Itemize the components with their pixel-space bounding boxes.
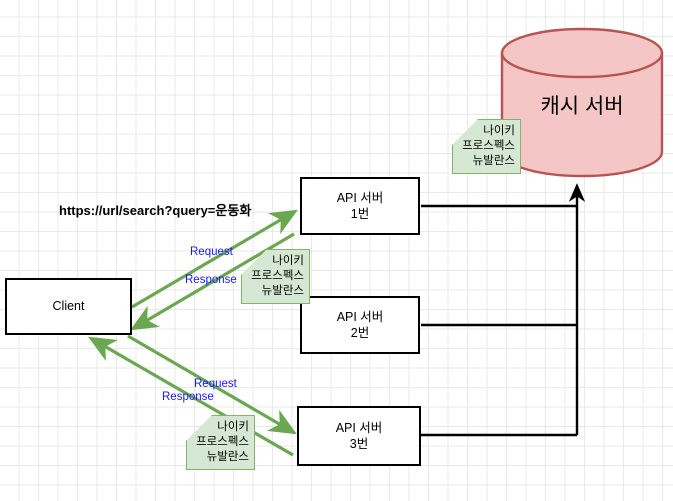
node-api-server-3[interactable]: API 서버 3번 <box>297 406 421 466</box>
node-api-server-2[interactable]: API 서버 2번 <box>300 296 420 354</box>
node-client-label: Client <box>52 299 85 314</box>
url-query-label: https://url/search?query=운동화 <box>59 203 252 218</box>
note-cache-server-line3: 뉴발란스 <box>472 154 515 167</box>
client-to-api1-request-arrow <box>131 209 298 309</box>
note-cache-server-line2: 프로스펙스 <box>462 140 515 153</box>
note-api-server-1-line2: 프로스펙스 <box>251 270 304 283</box>
node-api-server-3-line1: API 서버 <box>335 420 383 435</box>
note-api-server-3-line2: 프로스펙스 <box>196 436 249 449</box>
node-api-server-1-line2: 1번 <box>350 207 370 221</box>
edge-label-bottom-request: Request <box>194 378 237 390</box>
note-cache-server-line1: 나이키 <box>483 125 515 138</box>
node-api-server-1[interactable]: API 서버 1번 <box>300 177 420 235</box>
note-api-server-3-line3: 뉴발란스 <box>206 450 249 463</box>
node-client[interactable]: Client <box>5 278 132 335</box>
node-api-server-1-line1: API 서버 <box>336 190 384 205</box>
note-api-server-1-line1: 나이키 <box>272 255 304 268</box>
edge-label-top-response: Response <box>185 274 237 286</box>
node-api-server-2-line2: 2번 <box>350 326 370 340</box>
edge-label-top-request: Request <box>190 246 233 258</box>
node-api-server-3-line2: 3번 <box>349 437 369 451</box>
node-cache-server-label: 캐시 서버 <box>540 95 624 118</box>
api3-to-client-response-arrow <box>88 336 294 457</box>
note-api-server-3-line1: 나이키 <box>217 421 249 434</box>
cache-server-cylinder <box>500 27 664 178</box>
edge-label-bottom-response: Response <box>162 391 214 403</box>
client-to-api3-request-arrow <box>127 334 297 435</box>
note-api-server-1-line3: 뉴발란스 <box>261 284 304 297</box>
node-api-server-2-line1: API 서버 <box>336 309 384 324</box>
